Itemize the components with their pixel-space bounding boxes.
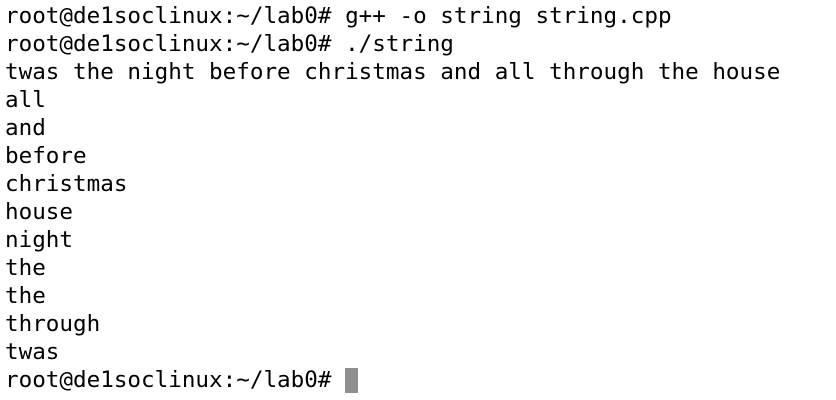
- shell-prompt: root@de1soclinux:~/lab0#: [5, 31, 332, 57]
- active-prompt-line[interactable]: root@de1soclinux:~/lab0#: [5, 366, 836, 394]
- command-line: root@de1soclinux:~/lab0# ./string: [5, 30, 836, 58]
- output-line: before: [5, 143, 87, 169]
- shell-prompt: root@de1soclinux:~/lab0#: [5, 3, 332, 29]
- output-line: and: [5, 115, 46, 141]
- output-line: twas the night before christmas and all …: [5, 59, 781, 85]
- output-line: house: [5, 199, 74, 225]
- text-cursor: [345, 367, 359, 393]
- output-line: twas: [5, 339, 60, 365]
- shell-prompt: root@de1soclinux:~/lab0#: [5, 367, 332, 393]
- command-text: g++ -o string string.cpp: [345, 3, 672, 29]
- output-line: through: [5, 311, 101, 337]
- output-line: christmas: [5, 171, 128, 197]
- output-line: night: [5, 227, 74, 253]
- command-line: root@de1soclinux:~/lab0# g++ -o string s…: [5, 2, 836, 30]
- output-line: the: [5, 283, 46, 309]
- output-line: all: [5, 87, 46, 113]
- output-line: the: [5, 255, 46, 281]
- command-text: ./string: [345, 31, 454, 57]
